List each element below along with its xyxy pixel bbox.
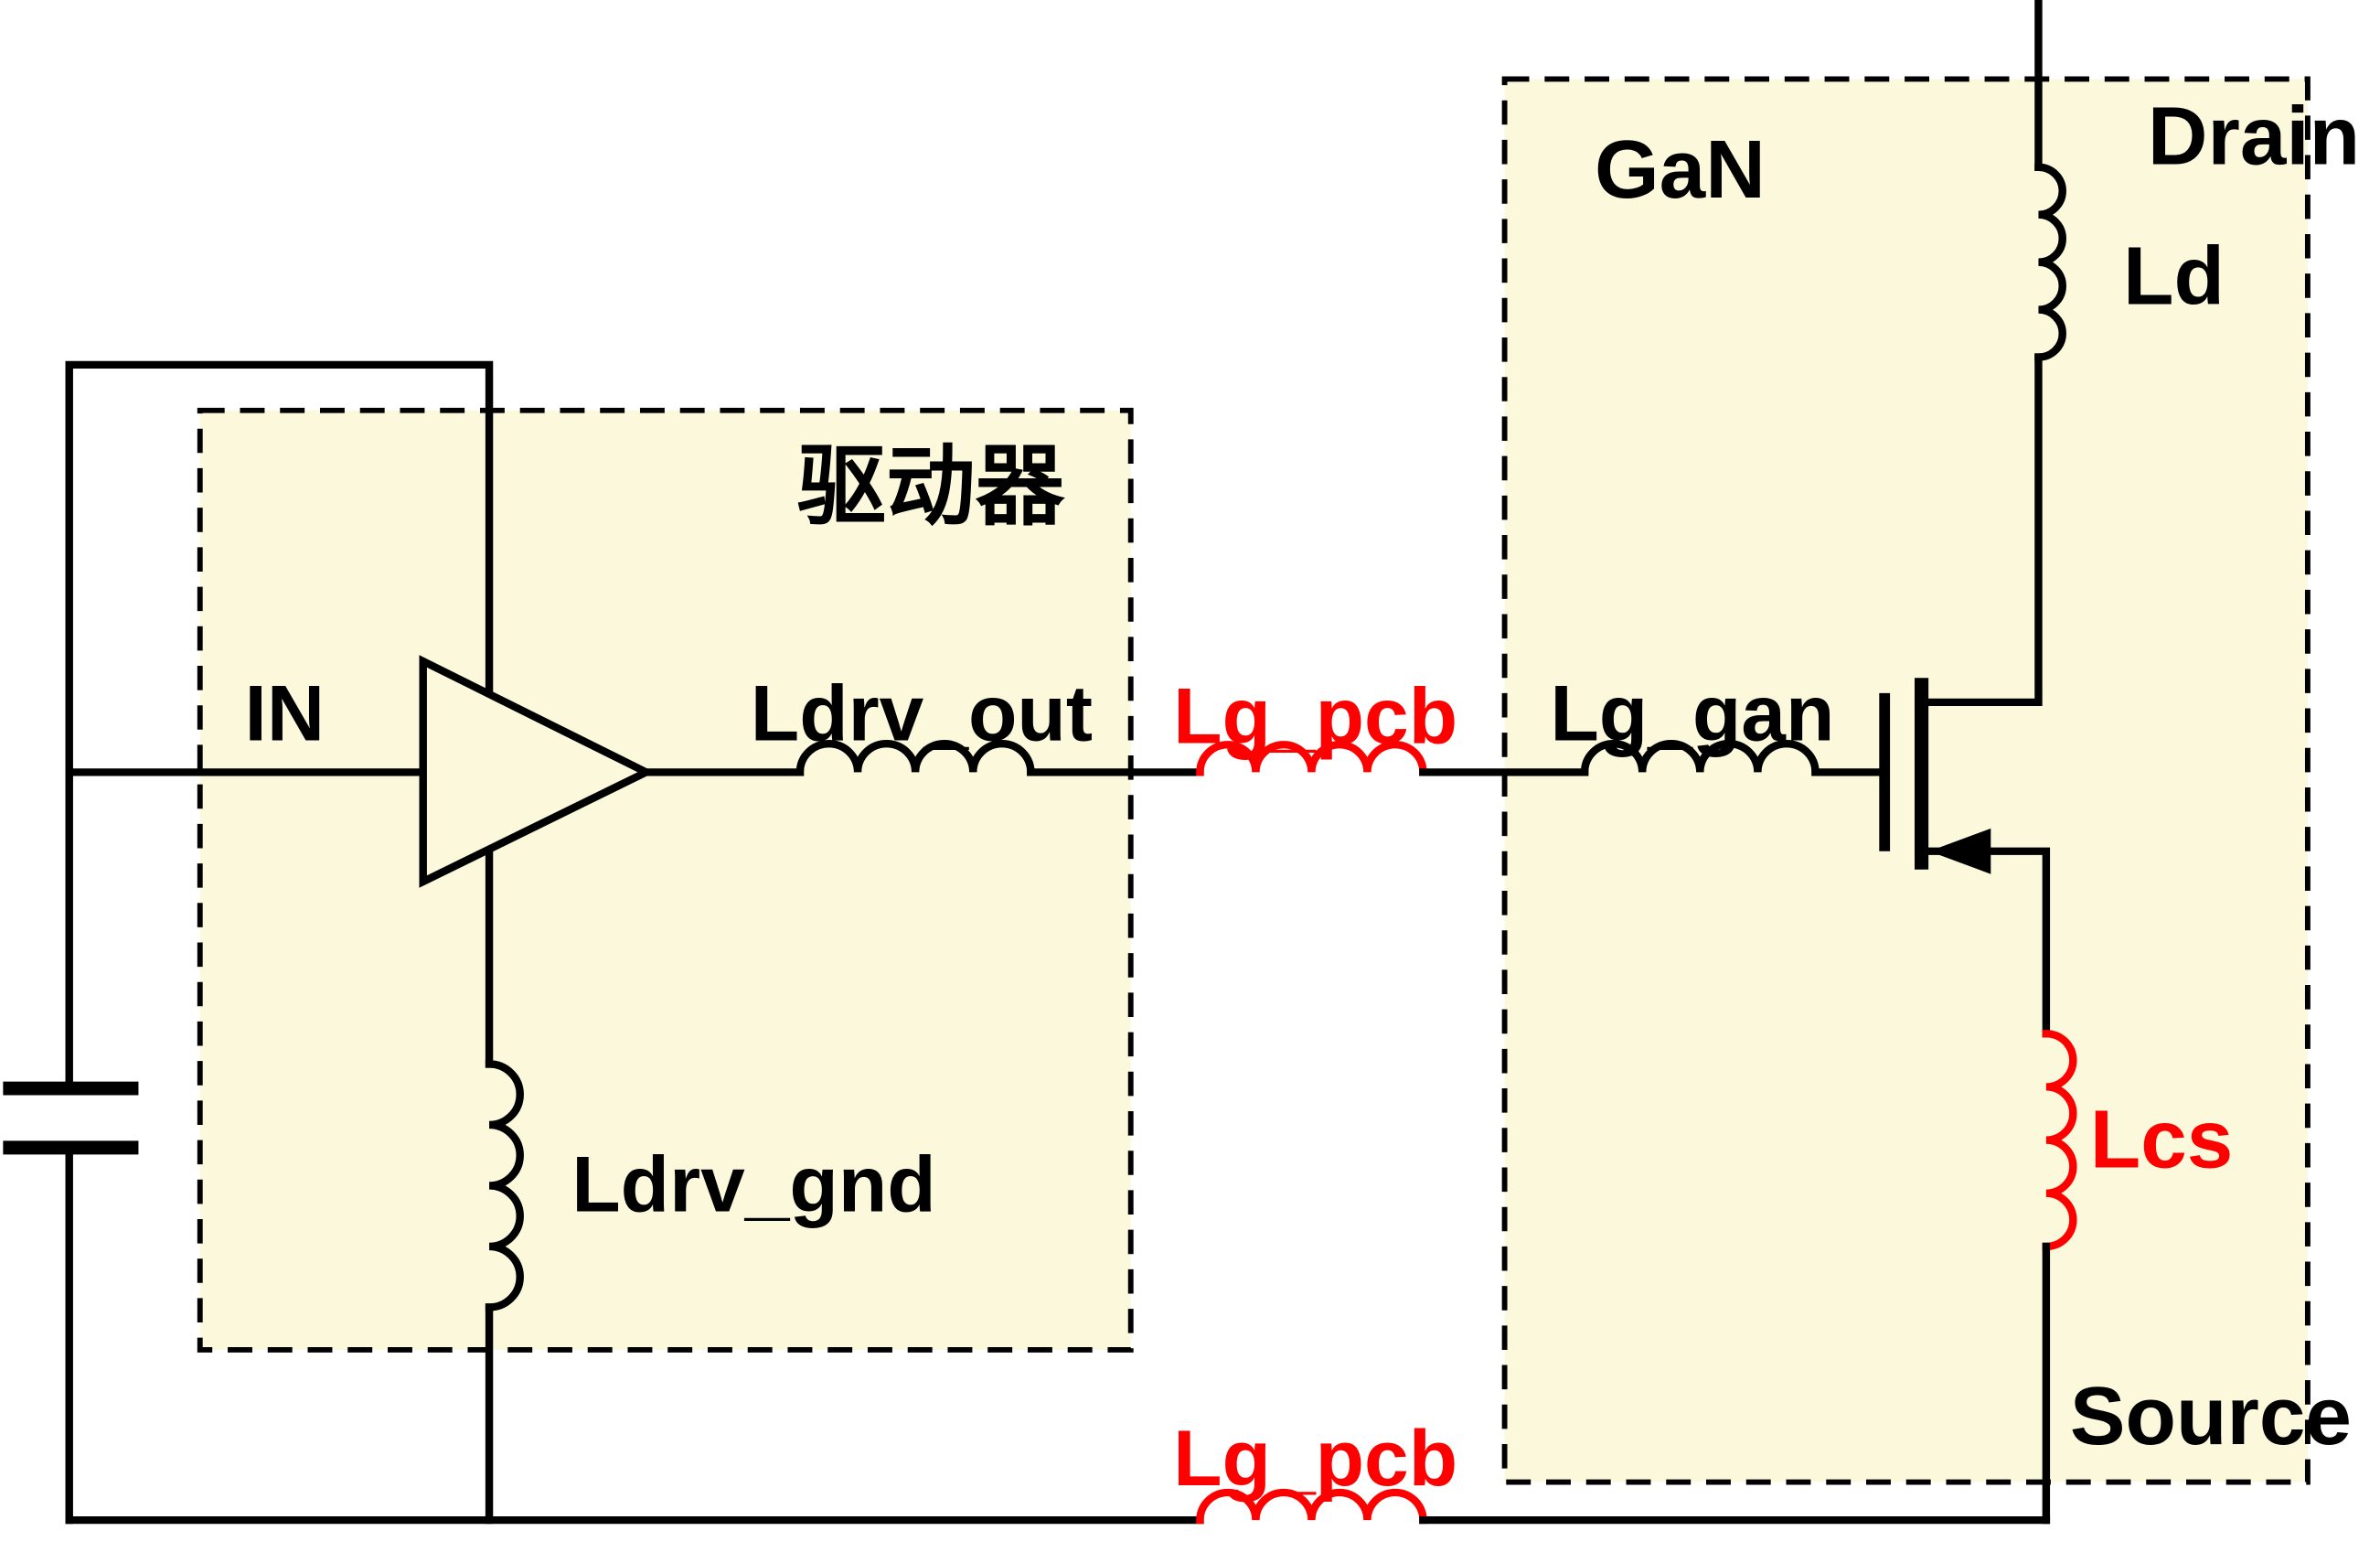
lg-pcb-return-inductor xyxy=(1196,1488,1427,1525)
gate-driver-triangle xyxy=(419,655,656,888)
source-terminal-label: Source xyxy=(2070,1370,2352,1461)
lcs-inductor-label: Lcs xyxy=(2090,1094,2234,1185)
gan-region-box xyxy=(1501,76,2311,1485)
lg-pcb-return-label: Lg_pcb xyxy=(1173,1414,1457,1502)
gan-title: GaN xyxy=(1595,124,1766,216)
lg-pcb-gate-label: Lg_pcb xyxy=(1173,672,1457,760)
in-label: IN xyxy=(245,669,326,757)
driver-title: 驱动器 xyxy=(797,437,1066,536)
lg-gan-label: Lg_gan xyxy=(1550,669,1834,757)
ld-inductor xyxy=(2034,163,2066,361)
gan-transistor xyxy=(1879,353,2051,1038)
ldrv-gnd-label: Ldrv_gnd xyxy=(571,1140,936,1228)
ldrv-out-label: Ldrv_out xyxy=(751,669,1093,757)
driver-region-box xyxy=(197,407,1134,1353)
ld-inductor-label: Ld xyxy=(2123,230,2225,322)
source-arrow xyxy=(1928,828,1991,874)
drain-lead-wire xyxy=(1917,353,2043,707)
drain-terminal-label: Drain xyxy=(2148,91,2360,182)
lcs-inductor xyxy=(2042,1030,2077,1251)
ldrv-gnd-inductor xyxy=(485,1060,524,1311)
